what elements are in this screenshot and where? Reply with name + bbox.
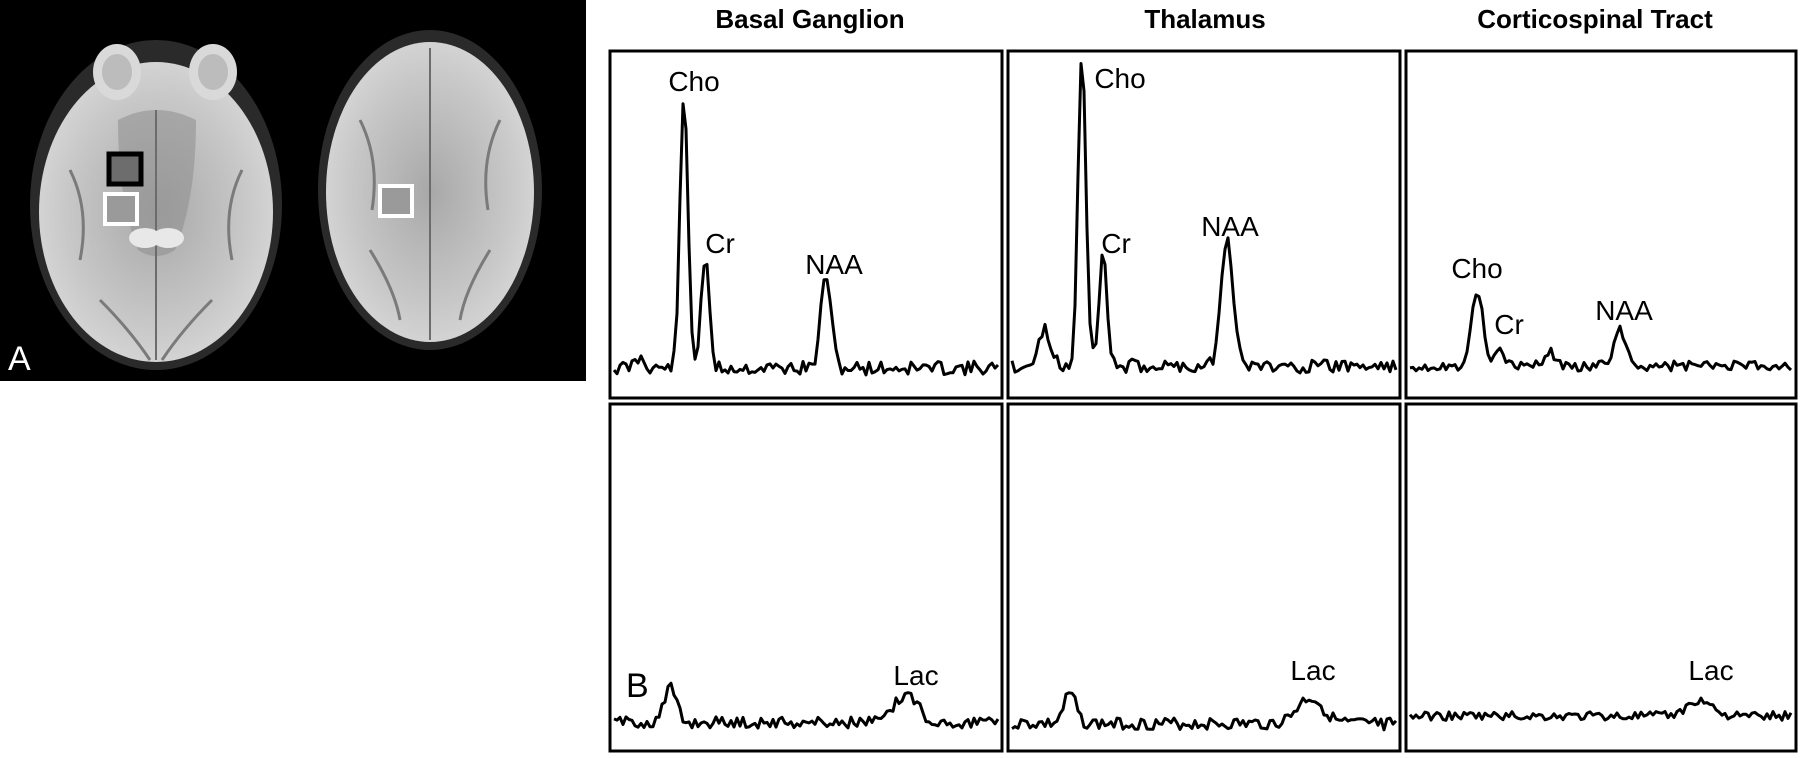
spectrum-trace-thalamus-top bbox=[1010, 62, 1398, 375]
panel-a-label: A bbox=[8, 340, 31, 378]
column-title-corticospinal-tract: Corticospinal Tract bbox=[1477, 4, 1713, 34]
peak-label-cho-basal-ganglion: Cho bbox=[668, 66, 719, 97]
peak-label-cr-thalamus: Cr bbox=[1101, 228, 1131, 259]
spectrum-trace-basal-ganglion-top bbox=[612, 102, 1000, 377]
peak-label-cho-corticospinal: Cho bbox=[1451, 253, 1502, 284]
spectrum-frame-corticospinal-bottom bbox=[1404, 402, 1798, 753]
column-title-thalamus: Thalamus bbox=[1144, 4, 1265, 34]
column-title-basal-ganglion: Basal Ganglion bbox=[715, 4, 904, 34]
peak-label-lac-thalamus: Lac bbox=[1290, 655, 1335, 686]
spectrum-trace-corticospinal-bottom bbox=[1408, 696, 1793, 722]
panel-b-spectra: Basal Ganglion Thalamus Corticospinal Tr… bbox=[608, 4, 1798, 753]
peak-label-lac-basal-ganglion: Lac bbox=[893, 660, 938, 691]
panel-a-mri: A bbox=[0, 0, 586, 381]
roi-box-corticospinal-tract bbox=[378, 184, 414, 218]
spectrum-frame-basal-ganglion-top bbox=[608, 49, 1004, 400]
peak-label-cho-thalamus: Cho bbox=[1094, 63, 1145, 94]
spectrum-trace-basal-ganglion-bottom bbox=[613, 681, 1000, 730]
panel-b-label: B bbox=[626, 667, 649, 705]
peak-label-cr-corticospinal: Cr bbox=[1494, 309, 1524, 340]
spectrum-trace-thalamus-bottom bbox=[1011, 691, 1398, 732]
roi-box-basal-ganglion bbox=[106, 151, 144, 187]
peak-label-naa-basal-ganglion: NAA bbox=[805, 249, 863, 280]
roi-box-thalamus bbox=[103, 192, 139, 226]
spectrum-frame-basal-ganglion-bottom bbox=[608, 402, 1004, 753]
spectrum-frame-corticospinal-top bbox=[1404, 49, 1798, 400]
spectrum-frame-thalamus-bottom bbox=[1006, 402, 1402, 753]
mri-left-slice bbox=[30, 40, 282, 370]
peak-label-lac-corticospinal: Lac bbox=[1688, 655, 1733, 686]
peak-label-cr-basal-ganglion: Cr bbox=[705, 228, 735, 259]
mri-right-slice bbox=[318, 30, 542, 350]
peak-label-naa-thalamus: NAA bbox=[1201, 211, 1259, 242]
peak-label-naa-corticospinal: NAA bbox=[1595, 295, 1653, 326]
spectrum-frame-thalamus-top bbox=[1006, 49, 1402, 400]
spectrum-trace-corticospinal-top bbox=[1409, 293, 1793, 373]
